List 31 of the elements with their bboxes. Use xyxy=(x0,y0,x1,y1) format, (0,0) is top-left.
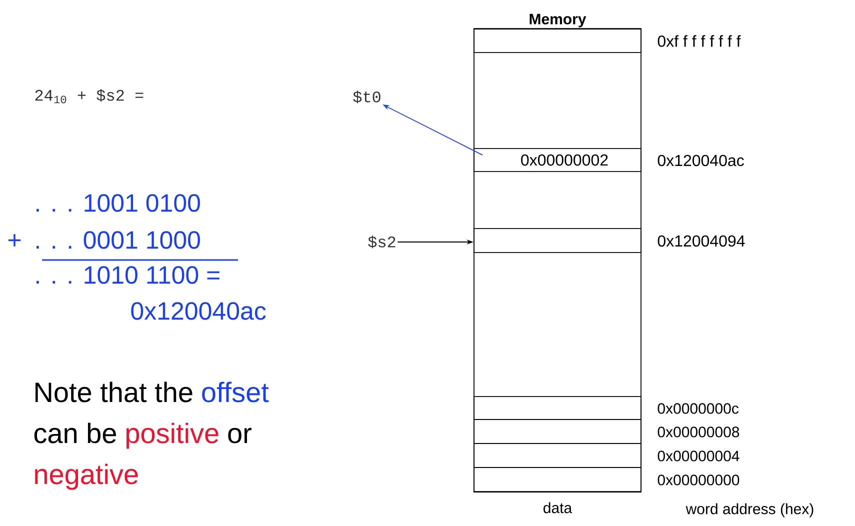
address-label: 0x00000000 xyxy=(658,474,740,486)
register-name: $t0 xyxy=(353,90,380,104)
address-label: 0xf f f f f f f f xyxy=(658,35,741,47)
memory-cell xyxy=(474,28,642,53)
address-label: 0x120040ac xyxy=(658,154,744,166)
note-text: offset xyxy=(202,382,269,402)
address-label: 0x0000000c xyxy=(658,403,739,414)
node-label: Memory xyxy=(530,14,586,28)
axis-caption: word address (hex) xyxy=(686,503,814,518)
memory-cell: 0x00000002 xyxy=(474,148,642,172)
binary-number: . . . 0001 1000 xyxy=(36,231,200,249)
memory-cell xyxy=(474,419,642,444)
column-caption: data xyxy=(544,502,572,514)
address-label: 0x00000008 xyxy=(658,426,740,438)
register-name: $s2 xyxy=(368,236,396,248)
binary-number: . . . 1010 1100 = xyxy=(36,266,220,284)
note-text: Note that the xyxy=(36,382,192,402)
binary-number: . . . 1001 0100 xyxy=(36,194,200,212)
memory-cell xyxy=(474,443,642,468)
note-text: can be xyxy=(34,422,116,444)
memory-cell xyxy=(474,228,642,253)
equation: 24$_{10}$ + $s2 = xyxy=(35,89,144,104)
memory-cell xyxy=(474,396,642,420)
note-text: positive xyxy=(126,422,218,449)
hex-result: 0x120040ac xyxy=(131,302,266,320)
note-text: or xyxy=(228,428,252,444)
memory-cell xyxy=(474,467,642,492)
address-label: 0x12004094 xyxy=(658,235,745,247)
address-label: 0x00000004 xyxy=(658,450,740,462)
plus-sign: + xyxy=(8,234,21,246)
note-text: negative xyxy=(35,464,138,490)
